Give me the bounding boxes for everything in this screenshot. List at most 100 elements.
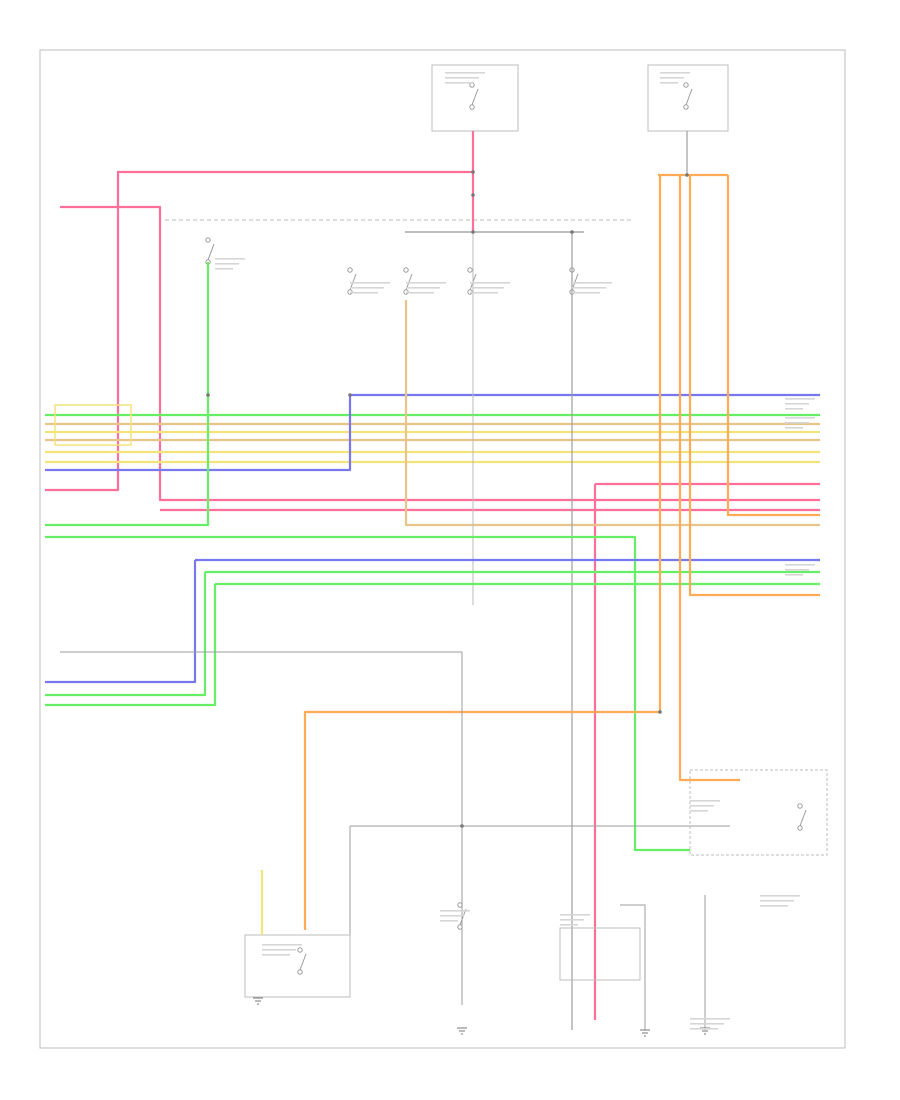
label-mark-13-2 [440, 920, 458, 922]
yellow-bracket [54, 404, 132, 446]
right-panel-switch [797, 803, 807, 831]
green-wire-lower-1-left [45, 572, 207, 697]
top-left-relay-switch-contact-b [469, 104, 475, 110]
center-switch-3-contact-a [467, 267, 473, 273]
orange-wire-actuator [303, 175, 662, 930]
label-mark-12-1 [262, 949, 296, 951]
center-switch-1-contact-a [347, 267, 353, 273]
label-mark-14-2 [560, 924, 578, 926]
top-left-relay-switch-blade [471, 88, 479, 106]
label-mark-0-1 [445, 77, 479, 79]
pink-wire-feed-b [60, 205, 820, 502]
label-mark-13-1 [440, 915, 464, 917]
center-switch-4 [569, 267, 579, 295]
top-right-relay-switch-blade [685, 88, 693, 106]
top-right-relay-box [647, 64, 729, 132]
actuator-switch-contact-b [297, 969, 303, 975]
actuator-switch-contact-a [297, 947, 303, 953]
label-mark-8-0 [785, 417, 815, 419]
junction-dot-3 [570, 230, 574, 234]
label-mark-3-1 [350, 287, 384, 289]
black-wire-lower [60, 651, 463, 1005]
label-mark-2-0 [215, 258, 245, 260]
actuator-switch-blade [299, 953, 307, 971]
junction-dot-6 [206, 393, 210, 397]
junction-dot-5 [658, 710, 662, 714]
label-mark-12-0 [262, 944, 302, 946]
label-mark-9-1 [785, 569, 809, 571]
bottom-left-actuator [244, 934, 351, 998]
junction-dot-1 [471, 193, 475, 197]
label-mark-3-0 [350, 282, 390, 284]
junction-dot-4 [460, 824, 464, 828]
label-mark-6-0 [572, 282, 612, 284]
label-mark-7-0 [785, 398, 815, 400]
top-left-relay-switch [469, 82, 479, 110]
label-mark-1-0 [660, 72, 690, 74]
label-mark-14-0 [560, 914, 590, 916]
label-mark-1-2 [660, 82, 678, 84]
label-mark-2-1 [215, 263, 239, 265]
label-mark-6-2 [572, 292, 600, 294]
bottom-center-switch-contact-a [457, 902, 463, 908]
label-mark-6-1 [572, 287, 606, 289]
motor-ground [620, 904, 646, 1030]
label-mark-4-2 [406, 292, 434, 294]
bottom-center-switch-blade [459, 908, 467, 926]
top-right-relay-switch-contact-a [683, 82, 689, 88]
junction-dot-7 [348, 393, 352, 397]
top-right-relay-switch-contact-b [683, 104, 689, 110]
label-mark-10-0 [690, 800, 720, 802]
label-mark-7-2 [785, 408, 803, 410]
ground-symbol-1 [457, 1027, 467, 1035]
bottom-center-motor [559, 927, 641, 981]
label-mark-4-1 [406, 287, 440, 289]
center-switch-3 [467, 267, 477, 295]
label-mark-4-0 [406, 282, 446, 284]
green-wire-lower-2-left [45, 584, 217, 707]
label-mark-8-2 [785, 427, 803, 429]
right-panel-switch-contact-a [797, 803, 803, 809]
top-right-relay-switch [683, 82, 693, 110]
right-switch-panel [689, 769, 828, 856]
label-mark-10-1 [690, 805, 714, 807]
label-mark-13-0 [440, 910, 470, 912]
label-mark-0-0 [445, 72, 485, 74]
label-mark-2-2 [215, 268, 233, 270]
label-mark-9-2 [785, 574, 803, 576]
left-switch [205, 237, 215, 265]
actuator-switch [297, 947, 307, 975]
right-panel-switch-contact-b [797, 825, 803, 831]
diagram-frame [39, 49, 846, 1049]
junction-dot-0 [471, 170, 475, 174]
orange-wire-switch [678, 175, 740, 782]
label-mark-15-1 [690, 1023, 724, 1025]
ground-symbol-0 [253, 997, 263, 1005]
blue-wire-lower-left [45, 560, 197, 684]
blue-wire-left [45, 395, 352, 472]
label-mark-1-1 [660, 77, 684, 79]
junction-dot-8 [685, 173, 689, 177]
pink-wire-feed-a [45, 170, 473, 492]
left-switch-contact-a [205, 237, 211, 243]
label-mark-10-2 [690, 810, 708, 812]
label-mark-9-0 [785, 564, 815, 566]
tan-wire-center [404, 300, 820, 527]
label-mark-11-0 [760, 895, 800, 897]
label-mark-5-2 [470, 292, 498, 294]
orange-wire-right [726, 175, 820, 517]
label-mark-15-2 [690, 1028, 718, 1030]
label-mark-15-0 [690, 1018, 730, 1020]
label-mark-7-1 [785, 403, 809, 405]
label-mark-0-2 [445, 82, 473, 84]
center-switch-2 [403, 267, 413, 295]
top-left-relay-box [431, 64, 519, 132]
left-switch-blade [207, 243, 215, 261]
orange-wire-lower [688, 175, 820, 597]
label-mark-8-1 [785, 422, 809, 424]
label-mark-14-1 [560, 919, 584, 921]
bottom-center-switch [457, 902, 467, 930]
right-panel-switch-blade [799, 809, 807, 827]
label-mark-11-1 [760, 900, 794, 902]
